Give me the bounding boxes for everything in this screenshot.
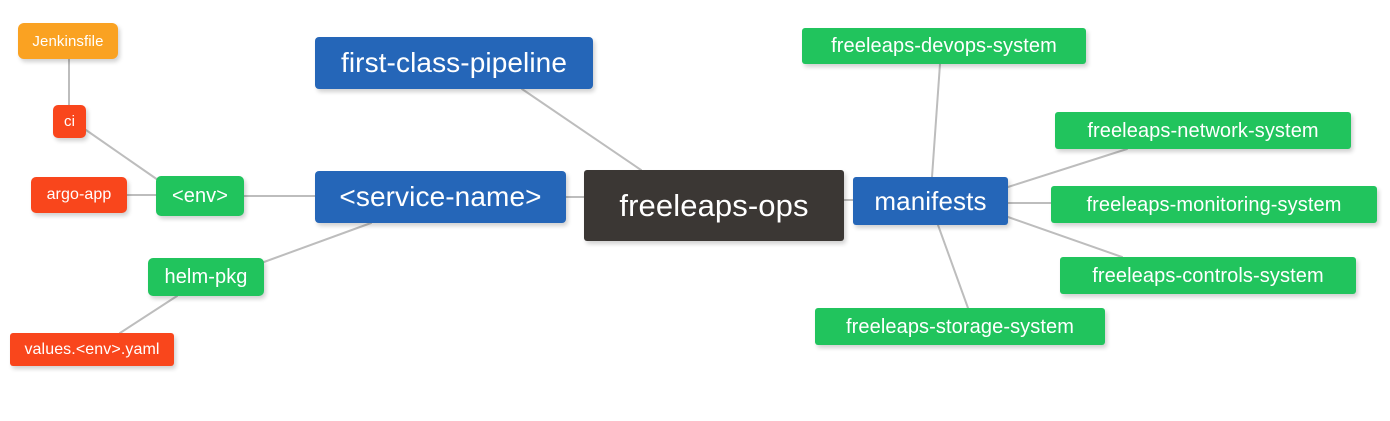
- mindmap-node-values-yaml[interactable]: values.<env>.yaml: [10, 333, 174, 366]
- mindmap-node-freeleaps-devops-system[interactable]: freeleaps-devops-system: [802, 28, 1086, 64]
- mindmap-node-freeleaps-storage-system[interactable]: freeleaps-storage-system: [815, 308, 1105, 345]
- mindmap-node-jenkinsfile[interactable]: Jenkinsfile: [18, 23, 118, 59]
- mindmap-node-freeleaps-ops[interactable]: freeleaps-ops: [584, 170, 844, 241]
- e-helmpkg-servicename: [263, 222, 372, 263]
- node-label-freeleaps-controls-system: freeleaps-controls-system: [1092, 264, 1324, 287]
- node-label-freeleaps-devops-system: freeleaps-devops-system: [831, 35, 1057, 57]
- e-manifests-network: [1007, 148, 1128, 188]
- e-ci-env: [85, 129, 159, 181]
- e-pipeline-ops: [521, 88, 642, 171]
- mindmap-node-env[interactable]: <env>: [156, 176, 244, 216]
- mindmap-node-freeleaps-monitoring-system[interactable]: freeleaps-monitoring-system: [1051, 186, 1377, 223]
- mindmap-node-ci[interactable]: ci: [53, 105, 86, 138]
- node-label-values-yaml: values.<env>.yaml: [24, 340, 160, 358]
- node-label-argo-app: argo-app: [46, 186, 112, 203]
- node-label-jenkinsfile: Jenkinsfile: [32, 32, 104, 50]
- node-label-helm-pkg: helm-pkg: [164, 266, 248, 288]
- mindmap-node-freeleaps-network-system[interactable]: freeleaps-network-system: [1055, 112, 1351, 149]
- e-values-helmpkg: [119, 295, 178, 334]
- node-label-freeleaps-monitoring-system: freeleaps-monitoring-system: [1086, 193, 1342, 216]
- mindmap-node-service-name[interactable]: <service-name>: [315, 171, 566, 223]
- mindmap-node-helm-pkg[interactable]: helm-pkg: [148, 258, 264, 296]
- node-label-freeleaps-ops: freeleaps-ops: [619, 188, 809, 223]
- mindmap-node-argo-app[interactable]: argo-app: [31, 177, 127, 213]
- node-label-freeleaps-network-system: freeleaps-network-system: [1087, 119, 1319, 142]
- mindmap-node-freeleaps-controls-system[interactable]: freeleaps-controls-system: [1060, 257, 1356, 294]
- node-label-env: <env>: [171, 185, 229, 207]
- node-label-freeleaps-storage-system: freeleaps-storage-system: [845, 315, 1075, 338]
- node-label-ci: ci: [63, 113, 76, 130]
- node-label-first-class-pipeline: first-class-pipeline: [340, 47, 568, 78]
- node-label-manifests: manifests: [874, 186, 987, 216]
- e-manifests-controls: [1007, 216, 1123, 258]
- mindmap-node-manifests[interactable]: manifests: [853, 177, 1008, 225]
- e-manifests-devops: [931, 63, 941, 178]
- e-manifests-storage: [937, 224, 969, 309]
- mindmap-node-first-class-pipeline[interactable]: first-class-pipeline: [315, 37, 593, 89]
- node-label-service-name: <service-name>: [339, 181, 542, 212]
